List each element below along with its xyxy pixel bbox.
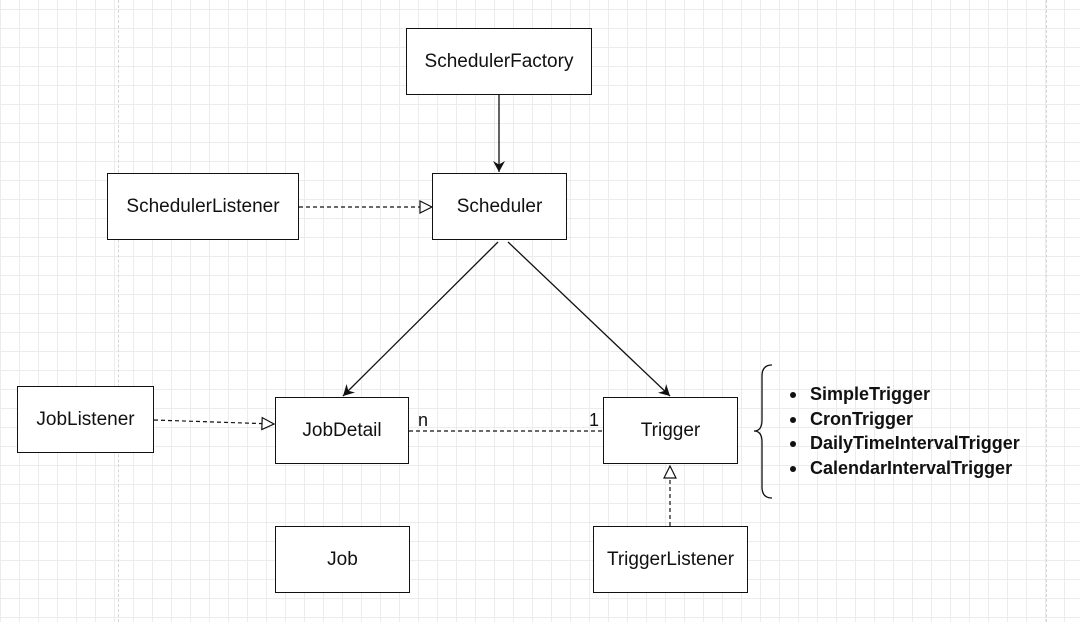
trigger-type-item: CalendarIntervalTrigger <box>790 456 1020 481</box>
trigger-type-item: SimpleTrigger <box>790 382 1020 407</box>
trigger-node: Trigger <box>603 397 738 464</box>
scheduler-to-jobdetail-arrow <box>342 241 499 397</box>
trigger-type-item: CronTrigger <box>790 407 1020 432</box>
multiplicity-n-label: n <box>418 410 429 430</box>
trigger-listener-node: TriggerListener <box>593 526 748 593</box>
scheduler-listener-node: SchedulerListener <box>107 173 299 240</box>
trigger-type-item: DailyTimeIntervalTrigger <box>790 431 1020 456</box>
job-listener-node: JobListener <box>17 386 154 453</box>
trigger-types-brace <box>753 364 773 499</box>
page-guide-line <box>1046 0 1047 622</box>
scheduler-factory-node: SchedulerFactory <box>406 28 592 95</box>
job-detail-node: JobDetail <box>275 397 409 464</box>
page-guide-line <box>118 0 119 622</box>
multiplicity-1-label: 1 <box>589 410 600 430</box>
scheduler-to-trigger-arrow <box>507 241 671 397</box>
trigger-types-list: SimpleTrigger CronTrigger DailyTimeInter… <box>790 382 1020 480</box>
scheduler-node: Scheduler <box>432 173 567 240</box>
job-listener-dependency-arrow <box>153 420 274 424</box>
job-node: Job <box>275 526 410 593</box>
